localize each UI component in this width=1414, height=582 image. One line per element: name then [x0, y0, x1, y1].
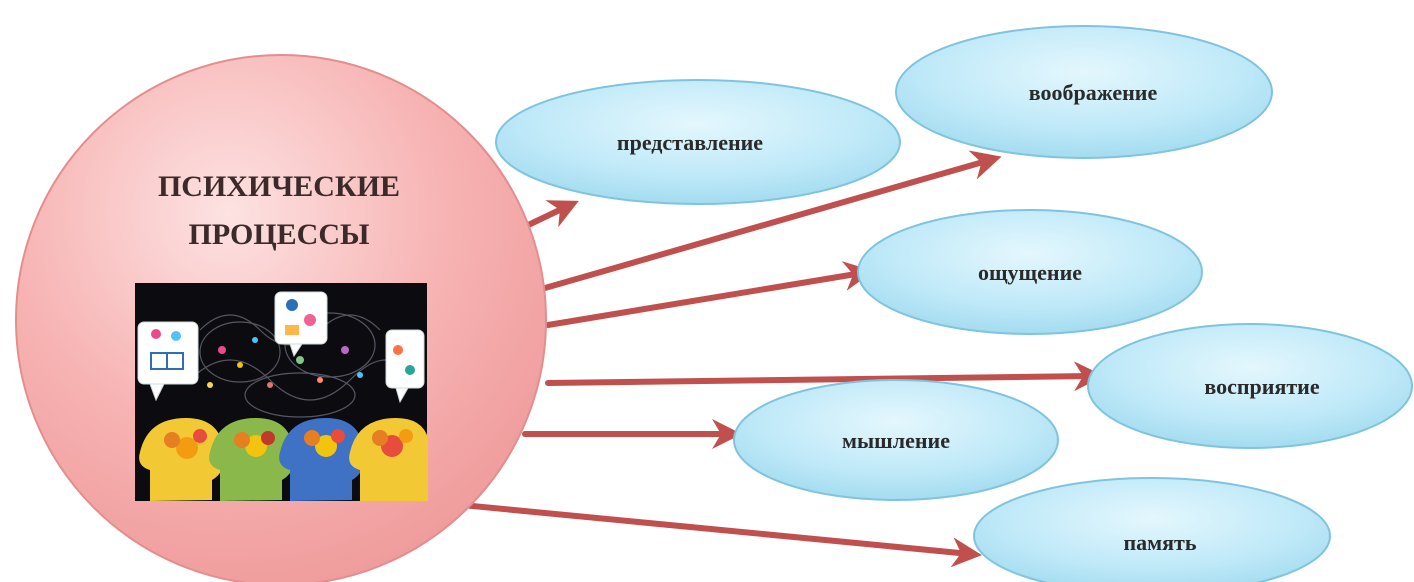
node-label-voobrazhenie: воображение	[1029, 80, 1158, 105]
arrow-to-pamyat	[459, 502, 982, 568]
node-vospriyatie: восприятие	[1087, 323, 1413, 449]
node-label-pamyat: память	[1123, 530, 1196, 555]
node-label-oshchushchenie: ощущение	[978, 260, 1082, 285]
node-voobrazhenie: воображение	[895, 25, 1273, 159]
node-pamyat: память	[973, 477, 1331, 582]
center-title-line2: ПРОЦЕССЫ	[189, 218, 370, 251]
node-myshlenie: мышление	[733, 379, 1059, 501]
arrows	[459, 150, 1104, 568]
heads-with-gears-and-speech-bubbles-illustration	[135, 283, 428, 501]
node-oshchushchenie: ощущение	[857, 209, 1203, 335]
center-title-line1: ПСИХИЧЕСКИЕ	[158, 170, 400, 203]
node-label-predstavlenie: представление	[617, 130, 763, 155]
arrow-to-voobrazhenie	[542, 150, 1002, 291]
node-label-vospriyatie: восприятие	[1204, 374, 1319, 399]
arrow-to-vospriyatie	[545, 361, 1104, 392]
node-predstavlenie: представление	[495, 79, 901, 205]
center-node: ПСИХИЧЕСКИЕ ПРОЦЕССЫ	[15, 54, 547, 582]
node-label-myshlenie: мышление	[842, 428, 950, 453]
arrow-to-predstavlenie	[519, 200, 579, 231]
arrow-to-oshchushchenie	[545, 261, 874, 328]
